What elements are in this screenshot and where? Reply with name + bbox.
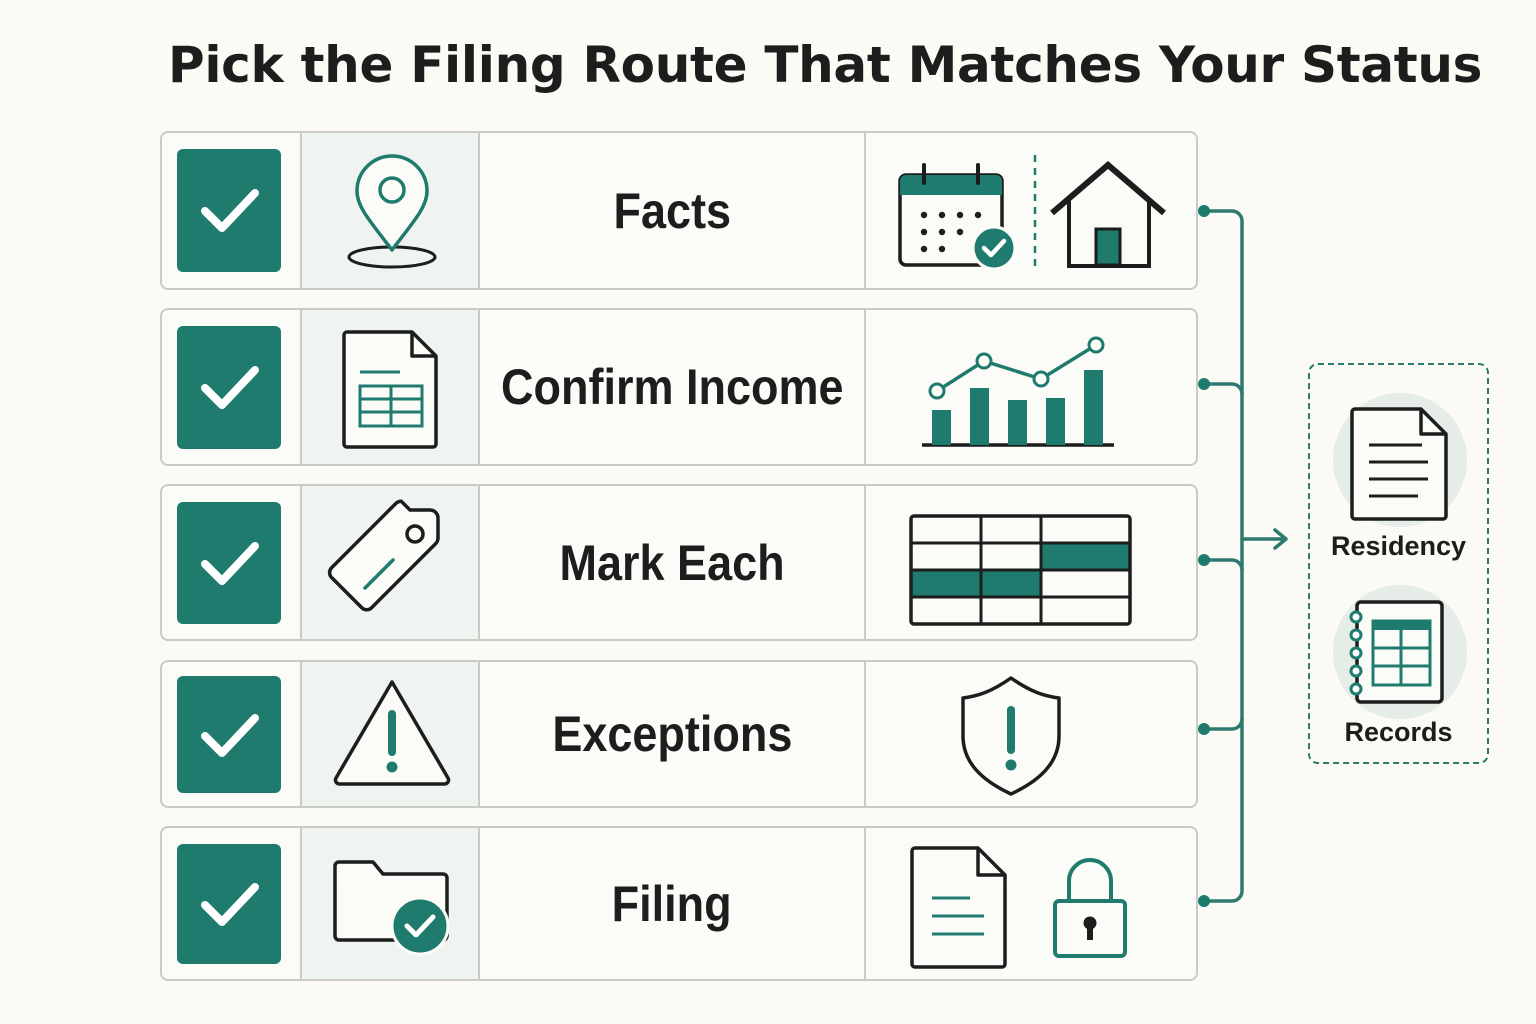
step-label-cell: Confirm Income [480,310,866,464]
output-label-records: Records [1344,717,1453,747]
house-icon [1050,161,1166,268]
step-icon-cell [300,310,480,464]
checkbox-checked-icon[interactable] [177,844,281,964]
step-check-cell [162,310,300,464]
step-row-facts[interactable]: Facts [160,131,1198,290]
step-label: Mark Each [559,534,785,591]
step-label: Exceptions [551,706,793,762]
step-row-exceptions[interactable]: Exceptions [160,660,1198,808]
document-icon [910,846,1007,969]
step-visual-cell [866,662,1196,806]
step-icon-cell [300,662,480,806]
step-label-cell: Filing [480,828,866,979]
step-check-cell [162,828,300,979]
checkbox-checked-icon[interactable] [177,326,281,449]
facts-visual [898,155,1166,271]
checkbox-checked-icon[interactable] [177,149,281,272]
step-label-cell: Exceptions [480,662,866,806]
step-row-confirm-income[interactable]: Confirm Income [160,308,1198,466]
padlock-icon [1053,858,1127,958]
step-label-cell: Mark Each [480,486,866,639]
step-visual-cell [866,828,1196,979]
warning-triangle-icon [333,680,451,786]
checkbox-checked-icon[interactable] [177,676,281,793]
step-label-cell: Facts [480,133,866,288]
spreadsheet-document-icon [342,330,438,449]
filing-visual [910,846,1127,969]
shield-alert-icon [961,676,1061,796]
step-label: Filing [612,875,732,932]
step-check-cell [162,133,300,288]
bar-line-chart-icon [922,336,1114,447]
step-icon-cell [300,828,480,979]
step-check-cell [162,662,300,806]
document-icon [1333,393,1467,527]
step-visual-cell [866,486,1196,639]
step-check-cell [162,486,300,639]
folder-check-icon [333,860,450,956]
step-label: Confirm Income [500,359,844,415]
step-icon-cell [300,133,480,288]
output-box: Residency Records [1308,363,1489,764]
step-row-filing[interactable]: Filing [160,826,1198,981]
price-tag-icon [327,499,440,612]
checkbox-checked-icon[interactable] [177,502,281,624]
step-row-mark-each[interactable]: Mark Each [160,484,1198,641]
output-icons [1333,393,1467,719]
step-icon-cell [300,486,480,639]
step-visual-cell [866,133,1196,288]
table-grid-icon [909,514,1132,626]
step-visual-cell [866,310,1196,464]
location-pin-icon [347,154,437,269]
output-label-residency: Residency [1330,531,1467,561]
step-label: Facts [613,182,731,239]
ledger-book-icon [1333,585,1467,719]
page-title: Pick the Filing Route That Matches Your … [168,36,1483,94]
calendar-check-icon [898,163,1017,271]
